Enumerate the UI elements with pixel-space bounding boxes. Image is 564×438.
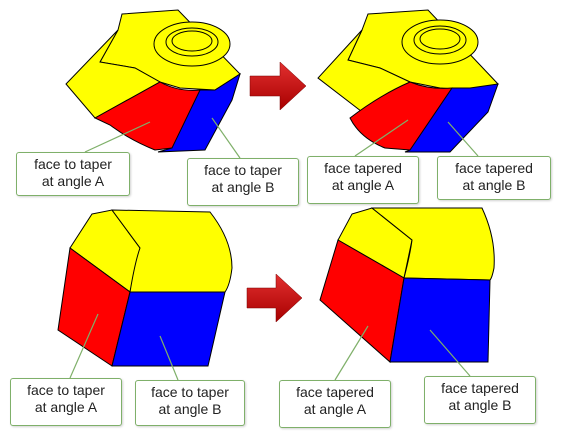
block-top-before	[65, 9, 241, 153]
blue-face-angle-b	[389, 277, 491, 363]
callout-bottom-after-a: face tapered at angle A	[279, 380, 391, 428]
callout-line2: at angle B	[462, 177, 526, 193]
callout-top-after-a: face tapered at angle A	[307, 156, 419, 204]
callout-top-before-b: face to taper at angle B	[187, 158, 299, 206]
callout-bottom-before-b: face to taper at angle B	[135, 380, 245, 426]
callout-line1: face tapered	[296, 384, 374, 400]
block-bottom-before	[57, 209, 233, 367]
callout-line1: face to taper	[204, 162, 282, 178]
callout-line2: at angle A	[34, 399, 98, 415]
callout-line1: face to taper	[151, 384, 229, 400]
callout-line2: at angle B	[158, 401, 222, 417]
hole	[419, 28, 461, 50]
callout-line2: at angle A	[41, 173, 105, 189]
callout-line2: at angle B	[211, 179, 275, 195]
block-top-after	[317, 9, 499, 153]
callout-bottom-before-a: face to taper at angle A	[10, 378, 122, 426]
arrow-right-icon	[246, 273, 303, 323]
arrow-right-icon	[249, 61, 307, 111]
callout-top-after-b: face tapered at angle B	[437, 156, 551, 200]
callout-line1: face to taper	[27, 382, 105, 398]
callout-line2: at angle B	[448, 397, 512, 413]
hole	[171, 30, 213, 52]
block-bottom-after	[319, 207, 495, 363]
callout-line1: face tapered	[455, 160, 533, 176]
blue-face-angle-b	[111, 291, 226, 367]
blue-face-angle-b	[157, 72, 241, 153]
callout-top-before-a: face to taper at angle A	[16, 152, 130, 196]
yellow-right-top-face	[370, 207, 495, 281]
callout-line2: at angle A	[303, 401, 367, 417]
callout-line2: at angle A	[331, 177, 395, 193]
callout-bottom-after-b: face tapered at angle B	[424, 376, 536, 424]
callout-line1: face tapered	[441, 380, 519, 396]
callout-line1: face tapered	[324, 160, 402, 176]
callout-line1: face to taper	[34, 156, 112, 172]
blue-face-angle-b	[404, 83, 499, 153]
callout-pointers	[69, 117, 479, 381]
yellow-right-top-face	[110, 209, 233, 293]
